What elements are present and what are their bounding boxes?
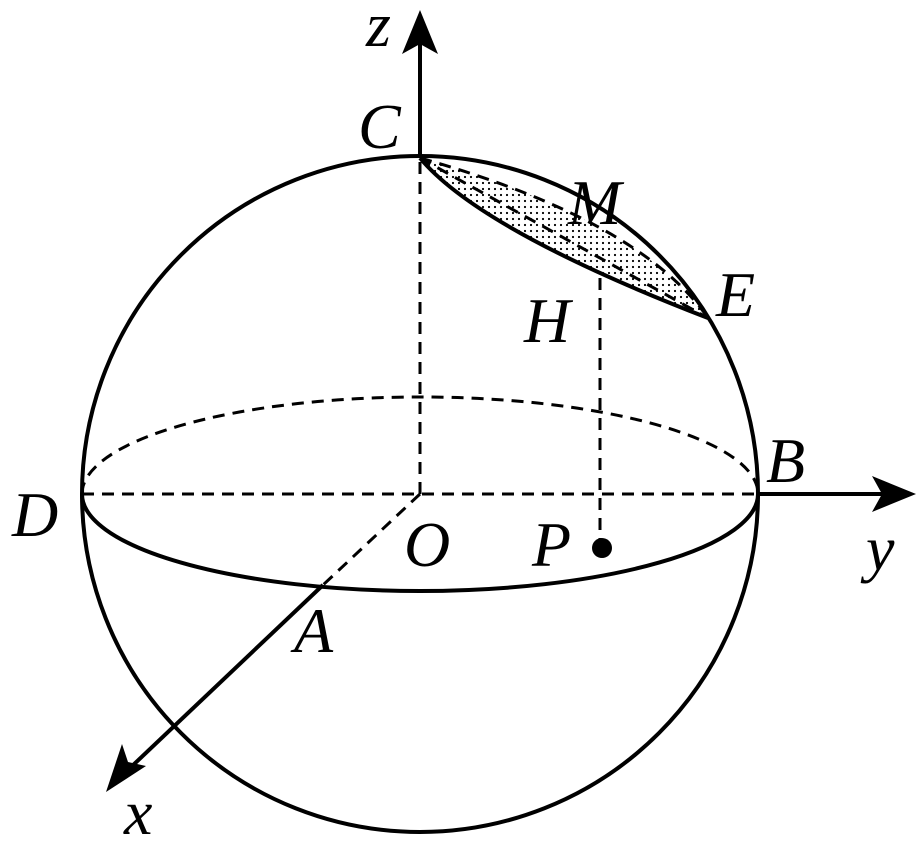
cap-chord-C-E <box>419 156 709 320</box>
label-H: H <box>523 285 574 356</box>
label-O: O <box>404 509 450 580</box>
equator-back-arc <box>80 395 760 495</box>
label-y: y <box>860 513 895 584</box>
label-A: A <box>290 595 334 666</box>
z-axis-arrowhead <box>402 10 438 54</box>
cap-back-arc <box>419 156 710 319</box>
y-axis-arrowhead <box>872 476 916 512</box>
label-C: C <box>358 91 402 162</box>
label-x: x <box>123 777 152 843</box>
label-D: D <box>11 479 58 550</box>
cap-front-arc <box>418 156 709 320</box>
x-axis <box>128 583 325 770</box>
line-O-A-dashed <box>321 492 422 587</box>
x-axis-arrowhead <box>106 744 146 792</box>
label-M: M <box>567 167 625 238</box>
label-z: z <box>365 0 391 60</box>
label-E: E <box>715 259 755 330</box>
point-P-dot <box>592 538 612 558</box>
label-B: B <box>766 425 805 496</box>
equator-front-arc <box>80 493 760 593</box>
label-P: P <box>531 509 571 580</box>
